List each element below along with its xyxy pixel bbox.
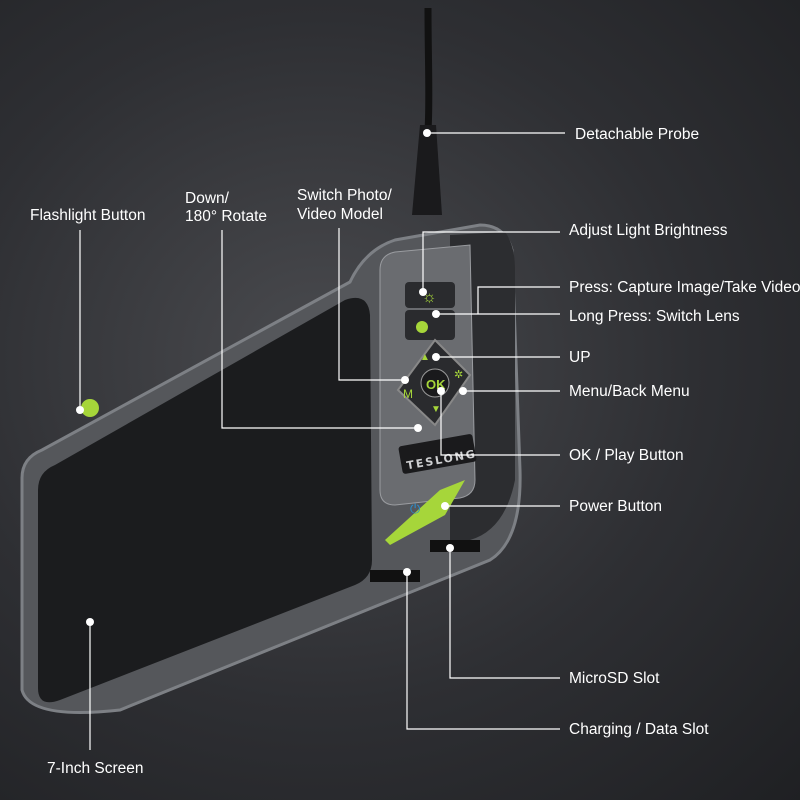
label-charging: Charging / Data Slot: [569, 721, 709, 738]
label-screen: 7-Inch Screen: [47, 760, 144, 777]
capture-button[interactable]: [405, 310, 455, 340]
gear-icon: ✲: [454, 369, 463, 381]
power-button[interactable]: [385, 480, 465, 545]
label-adjust-light: Adjust Light Brightness: [569, 222, 728, 239]
label-down-line2: 180° Rotate: [185, 208, 268, 225]
label-switch-mode-line1: Switch Photo/: [297, 187, 392, 204]
capture-dot-icon: [416, 321, 428, 333]
label-ok-play: OK / Play Button: [569, 447, 684, 464]
label-menu-back: Menu/Back Menu: [569, 383, 690, 400]
label-down-line1: Down/: [185, 190, 229, 207]
power-icon: ⏻: [410, 501, 420, 516]
flashlight-button[interactable]: [81, 399, 99, 417]
down-arrow-icon: ▼: [431, 404, 441, 415]
label-microsd: MicroSD Slot: [569, 670, 660, 687]
probe-connector: [412, 125, 442, 215]
label-up: UP: [569, 349, 591, 366]
brand-plate: [398, 434, 477, 474]
label-press-capture: Press: Capture Image/Take Video: [569, 279, 800, 296]
label-switch-mode-line2: Video Model: [297, 206, 383, 223]
screen: [38, 297, 372, 703]
label-flashlight-button: Flashlight Button: [30, 207, 146, 224]
label-detachable-probe: Detachable Probe: [575, 126, 700, 143]
up-arrow-icon: ▲: [420, 352, 430, 363]
probe-cable: [424, 7, 433, 131]
menu-m-glyph: M: [403, 387, 413, 401]
label-power: Power Button: [569, 498, 663, 515]
leader-lines: [79, 132, 565, 750]
label-long-press: Long Press: Switch Lens: [569, 308, 740, 325]
port-slot: [430, 540, 480, 552]
leader-dots: [76, 129, 467, 626]
port-slot: [370, 570, 420, 582]
light-button[interactable]: [405, 282, 455, 308]
